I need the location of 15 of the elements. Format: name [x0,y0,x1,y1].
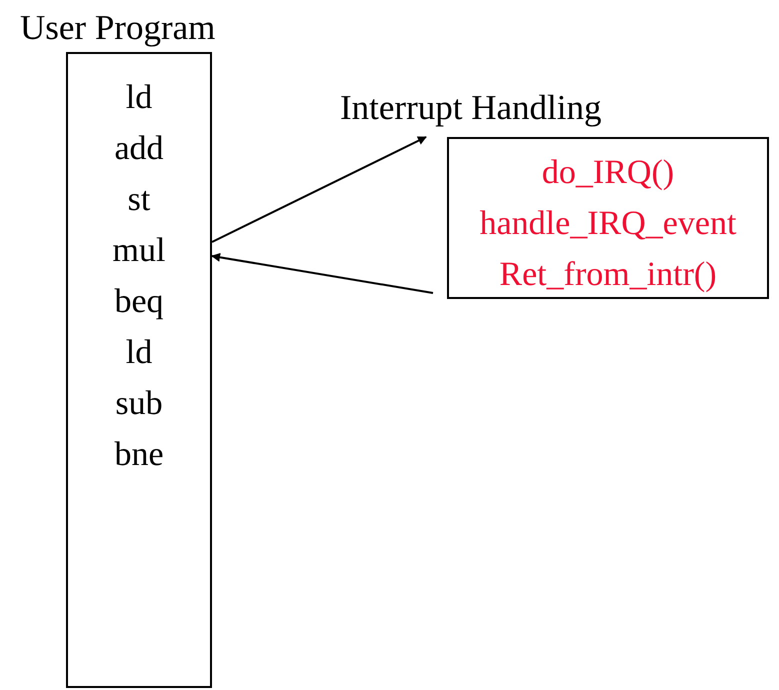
instruction-text: st [126,180,152,220]
instruction-text: bne [113,435,165,475]
arrow [211,252,434,294]
instruction-text: ld [124,78,154,118]
instruction-text: sub [114,384,164,424]
function-call-text: do_IRQ() [540,153,676,193]
instruction-text: mul [112,231,166,271]
box-heading: User Program [20,8,216,48]
box-heading: Interrupt Handling [340,88,602,128]
function-call-text: Ret_from_intr() [498,255,718,295]
arrow [212,136,427,243]
function-call-text: handle_IRQ_event [478,204,738,244]
instruction-text: add [113,129,165,169]
instruction-text: beq [113,282,165,322]
instruction-text: ld [124,333,154,373]
